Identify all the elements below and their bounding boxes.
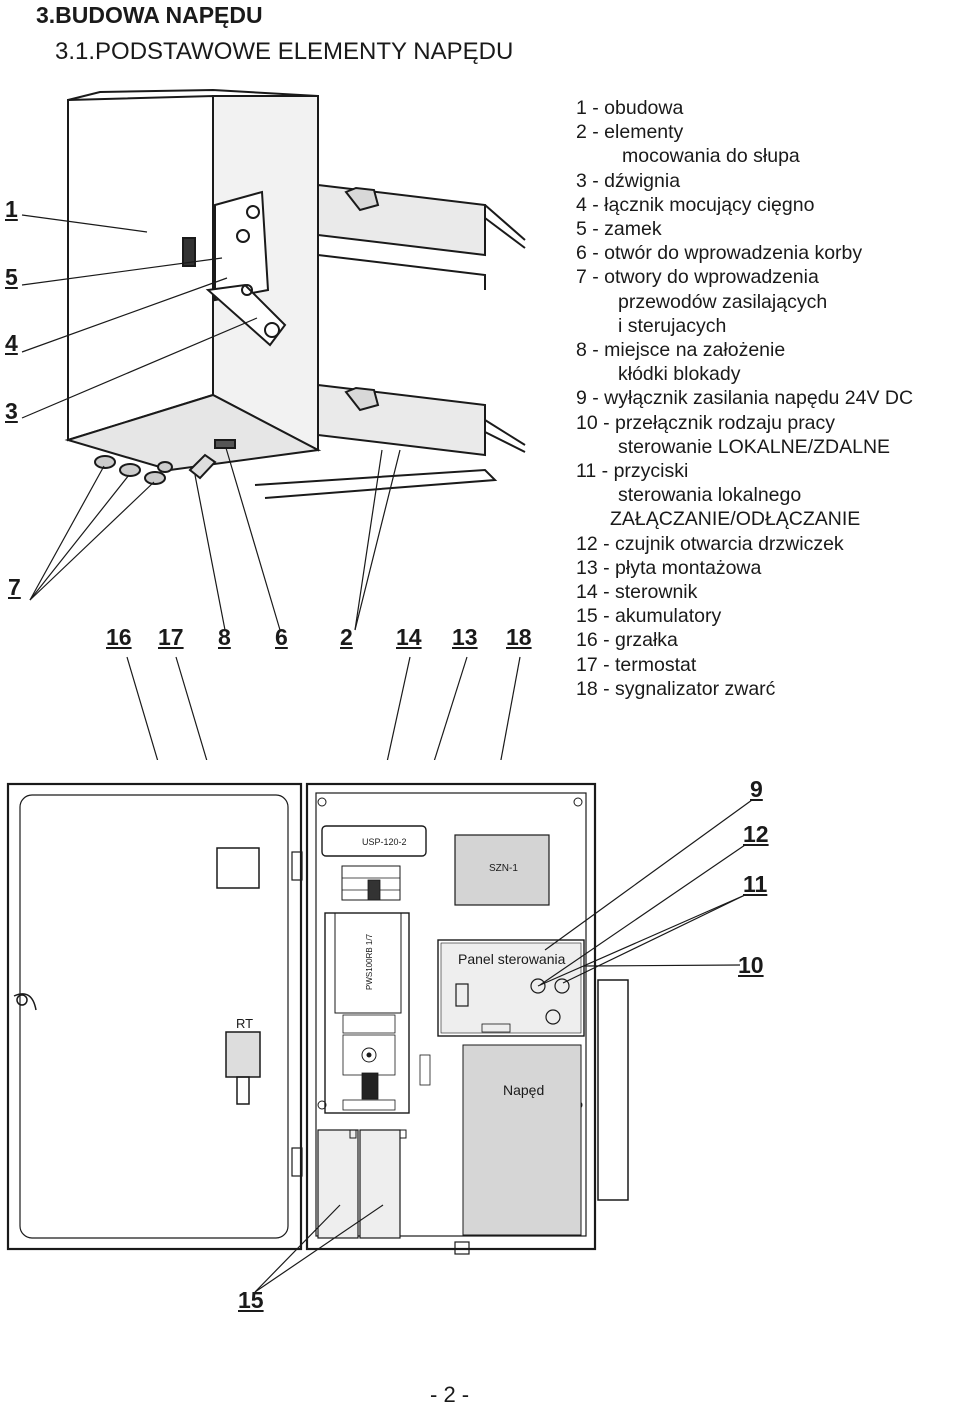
legend-item: 4 - łącznik mocujący cięgno bbox=[576, 193, 815, 216]
callout-17: 17 bbox=[158, 624, 184, 650]
local-button bbox=[554, 978, 570, 994]
legend-item: kłódki blokady bbox=[618, 363, 741, 386]
callout-18: 18 bbox=[506, 624, 532, 650]
control-panel bbox=[437, 939, 585, 1037]
cabinet-open-view: USP-120-2 SZN-1 PWS100RB 1/7 Panel stero… bbox=[6, 782, 753, 1293]
drive-area bbox=[462, 1044, 582, 1236]
legend-item: 11 - przyciski bbox=[576, 460, 689, 483]
parts-legend: 1 - obudowa 2 - elementy mocowania do sł… bbox=[576, 96, 913, 701]
callout-9: 9 bbox=[750, 776, 763, 802]
page-number: - 2 - bbox=[430, 1382, 470, 1407]
legend-item: 2 - elementy bbox=[576, 121, 684, 144]
callout-14: 14 bbox=[396, 624, 422, 650]
legend-item: 6 - otwór do wprowadzenia korby bbox=[576, 242, 863, 265]
legend-item: i sterujacych bbox=[618, 314, 727, 337]
callout-2: 2 bbox=[340, 624, 353, 650]
usp-module bbox=[321, 825, 427, 857]
callout-11: 11 bbox=[743, 871, 768, 897]
legend-item: 7 - otwory do wprowadzenia bbox=[576, 266, 819, 289]
legend-item: sterowania lokalnego bbox=[618, 484, 802, 507]
section-heading: 3.BUDOWA NAPĘDU bbox=[36, 2, 263, 28]
housing-perspective-drawing bbox=[21, 88, 526, 760]
drive-label: Napęd bbox=[503, 1082, 544, 1098]
legend-item: 10 - przełącznik rodzaju pracy bbox=[576, 411, 836, 434]
szn-controller bbox=[454, 834, 550, 906]
door-sensor bbox=[530, 978, 546, 994]
panel-label: Panel sterowania bbox=[458, 951, 566, 967]
cabinet-body bbox=[305, 782, 597, 1251]
szn-label: SZN-1 bbox=[489, 863, 518, 874]
legend-item: 12 - czujnik otwarcia drzwiczek bbox=[576, 532, 844, 555]
legend-item: 13 - płyta montażowa bbox=[576, 556, 762, 579]
legend-item: sterowanie LOKALNE/ZDALNE bbox=[618, 435, 891, 458]
legend-item: 16 - grzałka bbox=[576, 629, 678, 652]
callout-1: 1 bbox=[5, 196, 18, 222]
subsection-heading: 3.1.PODSTAWOWE ELEMENTY NAPĘDU bbox=[55, 38, 514, 65]
mode-selector bbox=[545, 1009, 561, 1025]
usp-label: USP-120-2 bbox=[362, 837, 407, 847]
legend-item: mocowania do słupa bbox=[622, 145, 800, 168]
legend-item: 17 - termostat bbox=[576, 653, 697, 676]
cabinet-door bbox=[6, 782, 303, 1251]
pws-label: PWS100RB 1/7 bbox=[365, 933, 374, 990]
mounting-plate bbox=[315, 792, 587, 1237]
callout-6: 6 bbox=[275, 624, 288, 650]
callout-5: 5 bbox=[5, 264, 18, 290]
legend-item: 15 - akumulatory bbox=[576, 605, 722, 628]
callout-10: 10 bbox=[738, 952, 764, 978]
legend-item: 9 - wyłącznik zasilania napędu 24V DC bbox=[576, 387, 914, 410]
battery-2 bbox=[359, 1129, 401, 1239]
legend-item: przewodów zasilających bbox=[618, 290, 828, 313]
callout-12: 12 bbox=[743, 821, 769, 847]
rt-label: RT bbox=[236, 1016, 253, 1031]
power-switch bbox=[455, 983, 469, 1007]
legend-item: ZAŁĄCZANIE/ODŁĄCZANIE bbox=[610, 508, 861, 531]
thermostat-box bbox=[216, 847, 260, 889]
legend-item: 14 - sterownik bbox=[576, 581, 698, 604]
legend-item: 5 - zamek bbox=[576, 218, 662, 241]
legend-item: 18 - sygnalizator zwarć bbox=[576, 677, 776, 700]
callout-16: 16 bbox=[106, 624, 132, 650]
legend-item: 8 - miejsce na założenie bbox=[576, 339, 786, 362]
callout-15: 15 bbox=[238, 1287, 264, 1313]
callout-3: 3 bbox=[5, 398, 18, 424]
callout-8: 8 bbox=[218, 624, 231, 650]
callout-4: 4 bbox=[5, 330, 18, 356]
callout-13: 13 bbox=[452, 624, 478, 650]
legend-item: 1 - obudowa bbox=[576, 97, 684, 119]
legend-item: 3 - dźwignia bbox=[576, 169, 681, 192]
heater-block bbox=[225, 1031, 261, 1078]
callout-7: 7 bbox=[8, 574, 21, 600]
